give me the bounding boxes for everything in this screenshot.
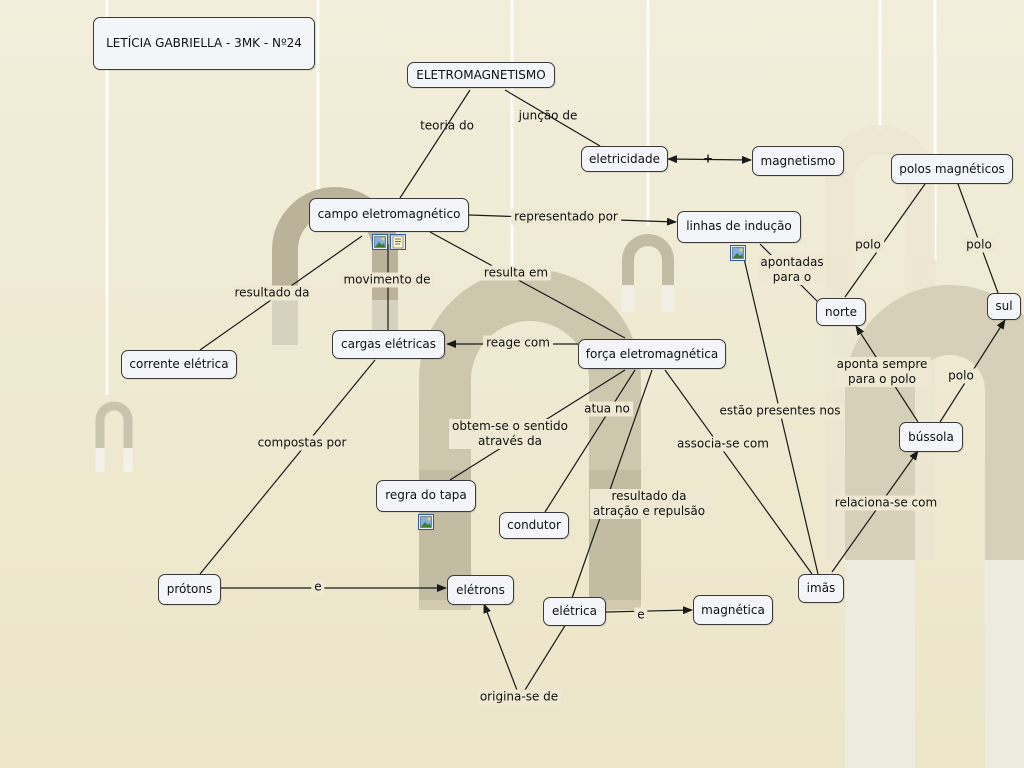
- concept-label: regra do tapa: [385, 488, 467, 502]
- concept-label: ELETROMAGNETISMO: [416, 68, 546, 82]
- concept-norte[interactable]: norte: [816, 298, 866, 326]
- link-label-polo-norte: polo: [852, 237, 884, 253]
- concept-label: sul: [995, 299, 1013, 313]
- link-label-origina-se: origina-se de: [476, 689, 562, 705]
- concept-eletricidade[interactable]: eletricidade: [581, 146, 668, 172]
- link-teoria: [399, 89, 471, 199]
- concept-campo-eletromagnetico[interactable]: campo eletromagnético: [309, 198, 469, 250]
- link-label-representado-por: representado por: [511, 209, 621, 225]
- concept-label: magnetismo: [760, 154, 836, 168]
- concept-cargas-eletricas[interactable]: cargas elétricas: [332, 330, 445, 359]
- image-icon[interactable]: [730, 245, 746, 261]
- concept-label: elétrica: [551, 604, 598, 618]
- concept-label: condutor: [507, 518, 561, 532]
- concept-imas[interactable]: imãs: [798, 574, 844, 603]
- author-title[interactable]: LETÍCIA GABRIELLA - 3MK - Nº24: [93, 17, 315, 70]
- author-title-label: LETÍCIA GABRIELLA - 3MK - Nº24: [106, 36, 302, 50]
- link-label-estao-presentes: estão presentes nos: [716, 403, 844, 419]
- concept-magnetica[interactable]: magnética: [693, 595, 773, 625]
- resource-icons: [377, 514, 475, 530]
- link-e2: [605, 606, 693, 615]
- concept-polos-magneticos[interactable]: polos magnéticos: [891, 154, 1013, 184]
- link-associa: [664, 369, 813, 575]
- resource-icons: [310, 234, 468, 250]
- link-label-compostas-por: compostas por: [254, 435, 350, 451]
- link-juncao: [504, 89, 601, 147]
- link-label-mais: +: [702, 151, 714, 166]
- link-label-e-eletrica: e: [634, 607, 648, 623]
- concept-forca-eletromagnetica[interactable]: força eletromagnética: [578, 339, 726, 369]
- concept-label: imãs: [806, 581, 836, 595]
- link-label-reage-com: reage com: [483, 335, 553, 351]
- link-resultado-atr: [571, 369, 653, 599]
- concept-label: eletricidade: [589, 152, 660, 166]
- link-label-resultado-da: resultado da: [231, 285, 313, 301]
- concept-label: magnética: [701, 603, 765, 617]
- resource-icons: [678, 245, 800, 261]
- link-compostas: [199, 359, 376, 575]
- link-mais: [667, 155, 752, 164]
- link-label-associa-se: associa-se com: [674, 436, 772, 452]
- concept-label: polos magnéticos: [899, 162, 1005, 176]
- concept-magnetismo[interactable]: magnetismo: [752, 146, 844, 176]
- concept-label: cargas elétricas: [341, 337, 436, 351]
- note-icon[interactable]: [390, 234, 406, 250]
- concept-label: força eletromagnética: [585, 347, 719, 361]
- concept-label: bússola: [908, 430, 954, 444]
- link-label-relaciona-se: relaciona-se com: [831, 495, 941, 511]
- link-label-polo-bussola: polo: [945, 368, 977, 384]
- concept-eletromagnetismo[interactable]: ELETROMAGNETISMO: [407, 62, 555, 88]
- concept-label: linhas de indução: [686, 219, 792, 233]
- link-label-e-protons: e: [311, 579, 325, 595]
- concept-protons[interactable]: prótons: [158, 574, 221, 605]
- link-atua: [544, 369, 636, 513]
- link-label-resulta-em: resulta em: [480, 265, 552, 281]
- link-resulta: [429, 231, 626, 339]
- concept-sul[interactable]: sul: [987, 293, 1021, 320]
- concept-label: campo eletromagnético: [317, 207, 461, 221]
- image-icon[interactable]: [418, 514, 434, 530]
- concept-label: norte: [825, 305, 857, 319]
- concept-eletrica[interactable]: elétrica: [543, 597, 606, 626]
- concept-bussola[interactable]: bússola: [899, 422, 963, 452]
- concept-condutor[interactable]: condutor: [499, 512, 569, 539]
- link-label-polo-sul: polo: [963, 237, 995, 253]
- image-icon[interactable]: [372, 234, 388, 250]
- concept-label: prótons: [166, 582, 213, 596]
- concept-linhas-de-inducao[interactable]: linhas de indução: [677, 211, 801, 261]
- concept-corrente-eletrica[interactable]: corrente elétrica: [121, 350, 237, 379]
- link-polo-norte: [844, 183, 926, 298]
- link-label-juncao-de: junção de: [518, 108, 578, 123]
- concept-label: elétrons: [456, 583, 505, 597]
- concept-label: corrente elétrica: [129, 357, 229, 371]
- link-label-atua-no: atua no: [581, 401, 633, 417]
- concept-eletrons[interactable]: elétrons: [447, 575, 514, 605]
- link-label-movimento-de: movimento de: [340, 272, 434, 288]
- link-relaciona: [831, 450, 919, 573]
- link-label-teoria-do: teoria do: [420, 118, 474, 133]
- concept-regra-do-tapa[interactable]: regra do tapa: [376, 480, 476, 530]
